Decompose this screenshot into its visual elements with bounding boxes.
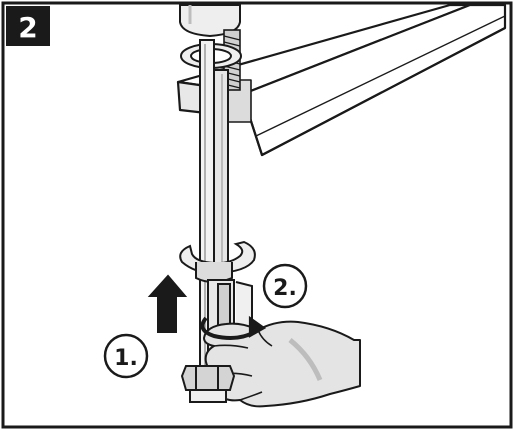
callout-2-label: 2. xyxy=(273,276,297,301)
callout-2-circle xyxy=(262,263,308,309)
nut-icon xyxy=(180,365,236,403)
countertop-inner-edge xyxy=(255,15,506,137)
step-number: 2 xyxy=(18,11,37,44)
step-badge: 2 xyxy=(6,6,50,46)
faucet-body-shape xyxy=(179,4,241,38)
callout-1: 1. xyxy=(103,333,149,379)
step-badge-bg xyxy=(6,6,50,46)
callout-1-circle xyxy=(103,333,149,379)
rotate-arrow-icon xyxy=(200,315,267,340)
callout-2: 2. xyxy=(262,263,308,309)
up-arrow-icon xyxy=(147,274,188,333)
countertop-edge-line xyxy=(248,27,506,157)
faucet-body xyxy=(179,4,241,38)
callout-1-label: 1. xyxy=(114,346,138,371)
